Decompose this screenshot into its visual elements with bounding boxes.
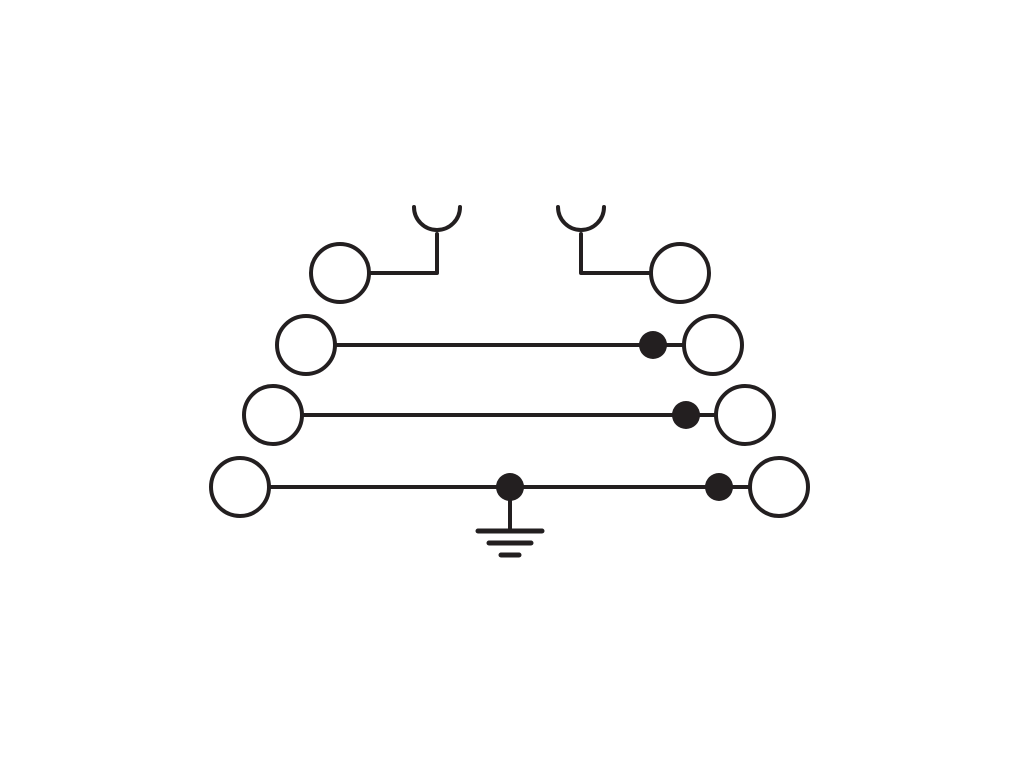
plug-socket-right-icon — [556, 205, 606, 232]
terminal-left-level-4 — [209, 456, 271, 518]
wire-left-level-1 — [367, 232, 439, 275]
terminal-left-level-1 — [309, 242, 371, 304]
level-3 — [242, 384, 776, 446]
terminal-right-level-3 — [714, 384, 776, 446]
plug-socket-left-icon — [412, 205, 462, 232]
ground-icon — [475, 499, 545, 558]
terminal-left-level-3 — [242, 384, 304, 446]
wire-right-level-1 — [579, 232, 653, 275]
terminal-right-level-1 — [649, 242, 711, 304]
bridge-dot-level-3 — [672, 401, 700, 429]
level-1 — [309, 205, 711, 304]
terminal-right-level-2 — [682, 314, 744, 376]
level-4 — [209, 456, 810, 558]
diagram-root — [209, 205, 810, 558]
level-2 — [275, 314, 744, 376]
bridge-dot-level-4 — [705, 473, 733, 501]
bridge-dot-level-2 — [639, 331, 667, 359]
ground-junction-dot — [496, 473, 524, 501]
terminal-right-level-4 — [748, 456, 810, 518]
terminal-left-level-2 — [275, 314, 337, 376]
